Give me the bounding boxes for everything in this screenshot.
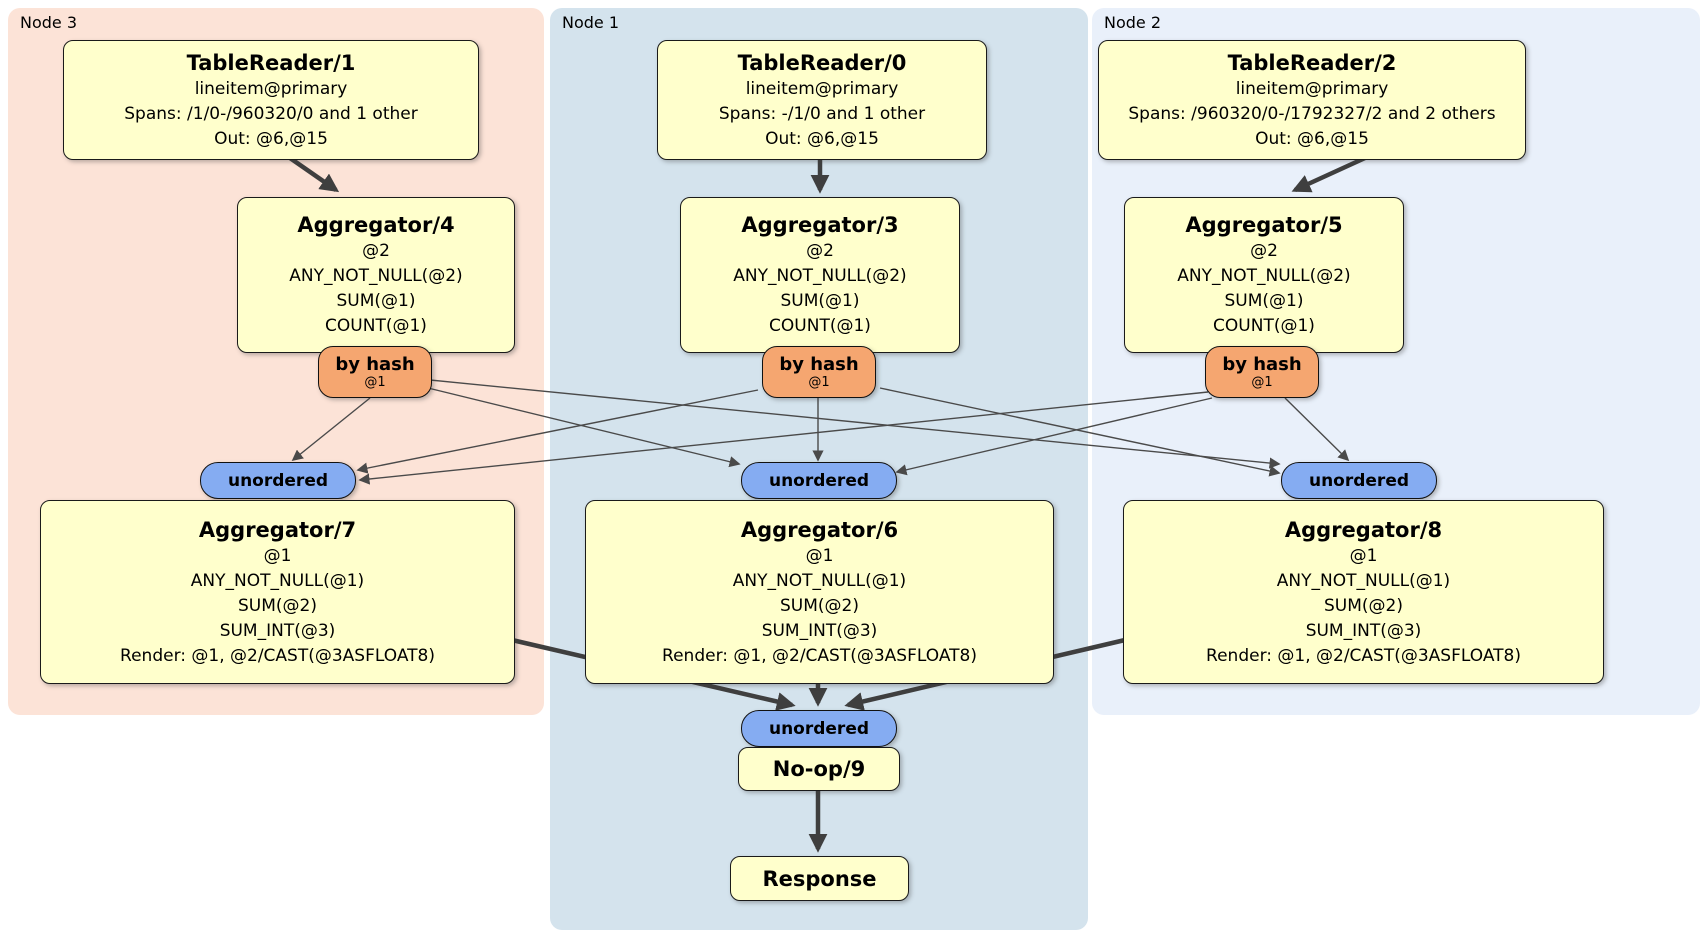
sync-label: unordered — [227, 470, 329, 491]
processor-tablereader-0: TableReader/0 lineitem@primary Spans: -/… — [657, 40, 987, 160]
processor-detail: Out: @6,@15 — [1255, 128, 1369, 149]
processor-detail: ANY_NOT_NULL(@2) — [733, 266, 907, 286]
processor-detail: Render: @1, @2/CAST(@3ASFLOAT8) — [1206, 645, 1521, 666]
processor-tablereader-2: TableReader/2 lineitem@primary Spans: /9… — [1098, 40, 1526, 160]
processor-detail: SUM(@1) — [1224, 291, 1304, 311]
processor-detail: SUM_INT(@3) — [219, 620, 336, 641]
processor-title: No-op/9 — [772, 757, 866, 781]
processor-noop-9: No-op/9 — [738, 747, 900, 791]
processor-detail: SUM_INT(@3) — [1305, 620, 1422, 641]
processor-detail: COUNT(@1) — [1213, 316, 1315, 336]
processor-detail: @2 — [806, 241, 834, 261]
processor-title: Aggregator/6 — [740, 517, 899, 542]
processor-detail: SUM(@2) — [238, 595, 317, 616]
processor-detail: SUM_INT(@3) — [761, 620, 878, 641]
node-panel-1-label: Node 1 — [562, 13, 620, 32]
processor-aggregator-7: Aggregator/7 @1 ANY_NOT_NULL(@1) SUM(@2)… — [40, 500, 515, 684]
processor-title: Aggregator/7 — [198, 517, 357, 542]
router-by-hash-5: by hash @1 — [1205, 346, 1319, 398]
processor-detail: ANY_NOT_NULL(@2) — [289, 266, 463, 286]
sync-label: unordered — [768, 718, 870, 739]
router-hash-column: @1 — [1251, 375, 1273, 390]
processor-title: Response — [762, 866, 877, 891]
router-hash-column: @1 — [808, 375, 830, 390]
processor-detail: ANY_NOT_NULL(@1) — [190, 570, 365, 591]
processor-detail: lineitem@primary — [745, 78, 899, 99]
processor-detail: @2 — [1250, 241, 1278, 261]
processor-detail: Render: @1, @2/CAST(@3ASFLOAT8) — [120, 645, 435, 666]
processor-aggregator-5: Aggregator/5 @2 ANY_NOT_NULL(@2) SUM(@1)… — [1124, 197, 1404, 353]
processor-detail: Spans: -/1/0 and 1 other — [718, 103, 926, 124]
processor-detail: ANY_NOT_NULL(@2) — [1177, 266, 1351, 286]
processor-title: TableReader/2 — [1227, 50, 1397, 75]
router-by-hash-4: by hash @1 — [318, 346, 432, 398]
processor-title: TableReader/0 — [737, 50, 907, 75]
sync-unordered-middle: unordered — [741, 462, 897, 499]
sync-unordered-final: unordered — [741, 710, 897, 747]
processor-title: Aggregator/4 — [297, 213, 455, 237]
processor-detail: ANY_NOT_NULL(@1) — [1276, 570, 1451, 591]
processor-detail: Out: @6,@15 — [214, 128, 328, 149]
processor-detail: ANY_NOT_NULL(@1) — [732, 570, 907, 591]
router-label: by hash — [1222, 354, 1302, 375]
router-label: by hash — [779, 354, 859, 375]
processor-detail: @1 — [1349, 545, 1378, 566]
sync-unordered-right: unordered — [1281, 462, 1437, 499]
router-hash-column: @1 — [364, 375, 386, 390]
sync-label: unordered — [1308, 470, 1410, 491]
processor-title: TableReader/1 — [186, 50, 356, 75]
processor-title: Aggregator/8 — [1284, 517, 1443, 542]
processor-detail: lineitem@primary — [1235, 78, 1389, 99]
processor-aggregator-4: Aggregator/4 @2 ANY_NOT_NULL(@2) SUM(@1)… — [237, 197, 515, 353]
processor-detail: @1 — [805, 545, 834, 566]
processor-detail: SUM(@2) — [780, 595, 859, 616]
processor-detail: COUNT(@1) — [325, 316, 427, 336]
sync-label: unordered — [768, 470, 870, 491]
processor-title: Aggregator/3 — [741, 213, 899, 237]
processor-detail: SUM(@1) — [780, 291, 860, 311]
processor-detail: Spans: /1/0-/960320/0 and 1 other — [124, 103, 418, 124]
processor-detail: @2 — [362, 241, 390, 261]
processor-detail: @1 — [263, 545, 292, 566]
processor-aggregator-3: Aggregator/3 @2 ANY_NOT_NULL(@2) SUM(@1)… — [680, 197, 960, 353]
sync-unordered-left: unordered — [200, 462, 356, 499]
processor-title: Aggregator/5 — [1185, 213, 1343, 237]
node-panel-3-label: Node 3 — [20, 13, 78, 32]
processor-detail: Out: @6,@15 — [765, 128, 879, 149]
processor-tablereader-1: TableReader/1 lineitem@primary Spans: /1… — [63, 40, 479, 160]
node-panel-2-label: Node 2 — [1104, 13, 1162, 32]
processor-detail: SUM(@1) — [336, 291, 416, 311]
processor-aggregator-8: Aggregator/8 @1 ANY_NOT_NULL(@1) SUM(@2)… — [1123, 500, 1604, 684]
router-label: by hash — [335, 354, 415, 375]
processor-detail: Render: @1, @2/CAST(@3ASFLOAT8) — [662, 645, 977, 666]
processor-detail: COUNT(@1) — [769, 316, 871, 336]
processor-response: Response — [730, 856, 909, 901]
processor-aggregator-6: Aggregator/6 @1 ANY_NOT_NULL(@1) SUM(@2)… — [585, 500, 1054, 684]
router-by-hash-3: by hash @1 — [762, 346, 876, 398]
processor-detail: SUM(@2) — [1324, 595, 1403, 616]
processor-detail: Spans: /960320/0-/1792327/2 and 2 others — [1128, 103, 1496, 124]
processor-detail: lineitem@primary — [194, 78, 348, 99]
